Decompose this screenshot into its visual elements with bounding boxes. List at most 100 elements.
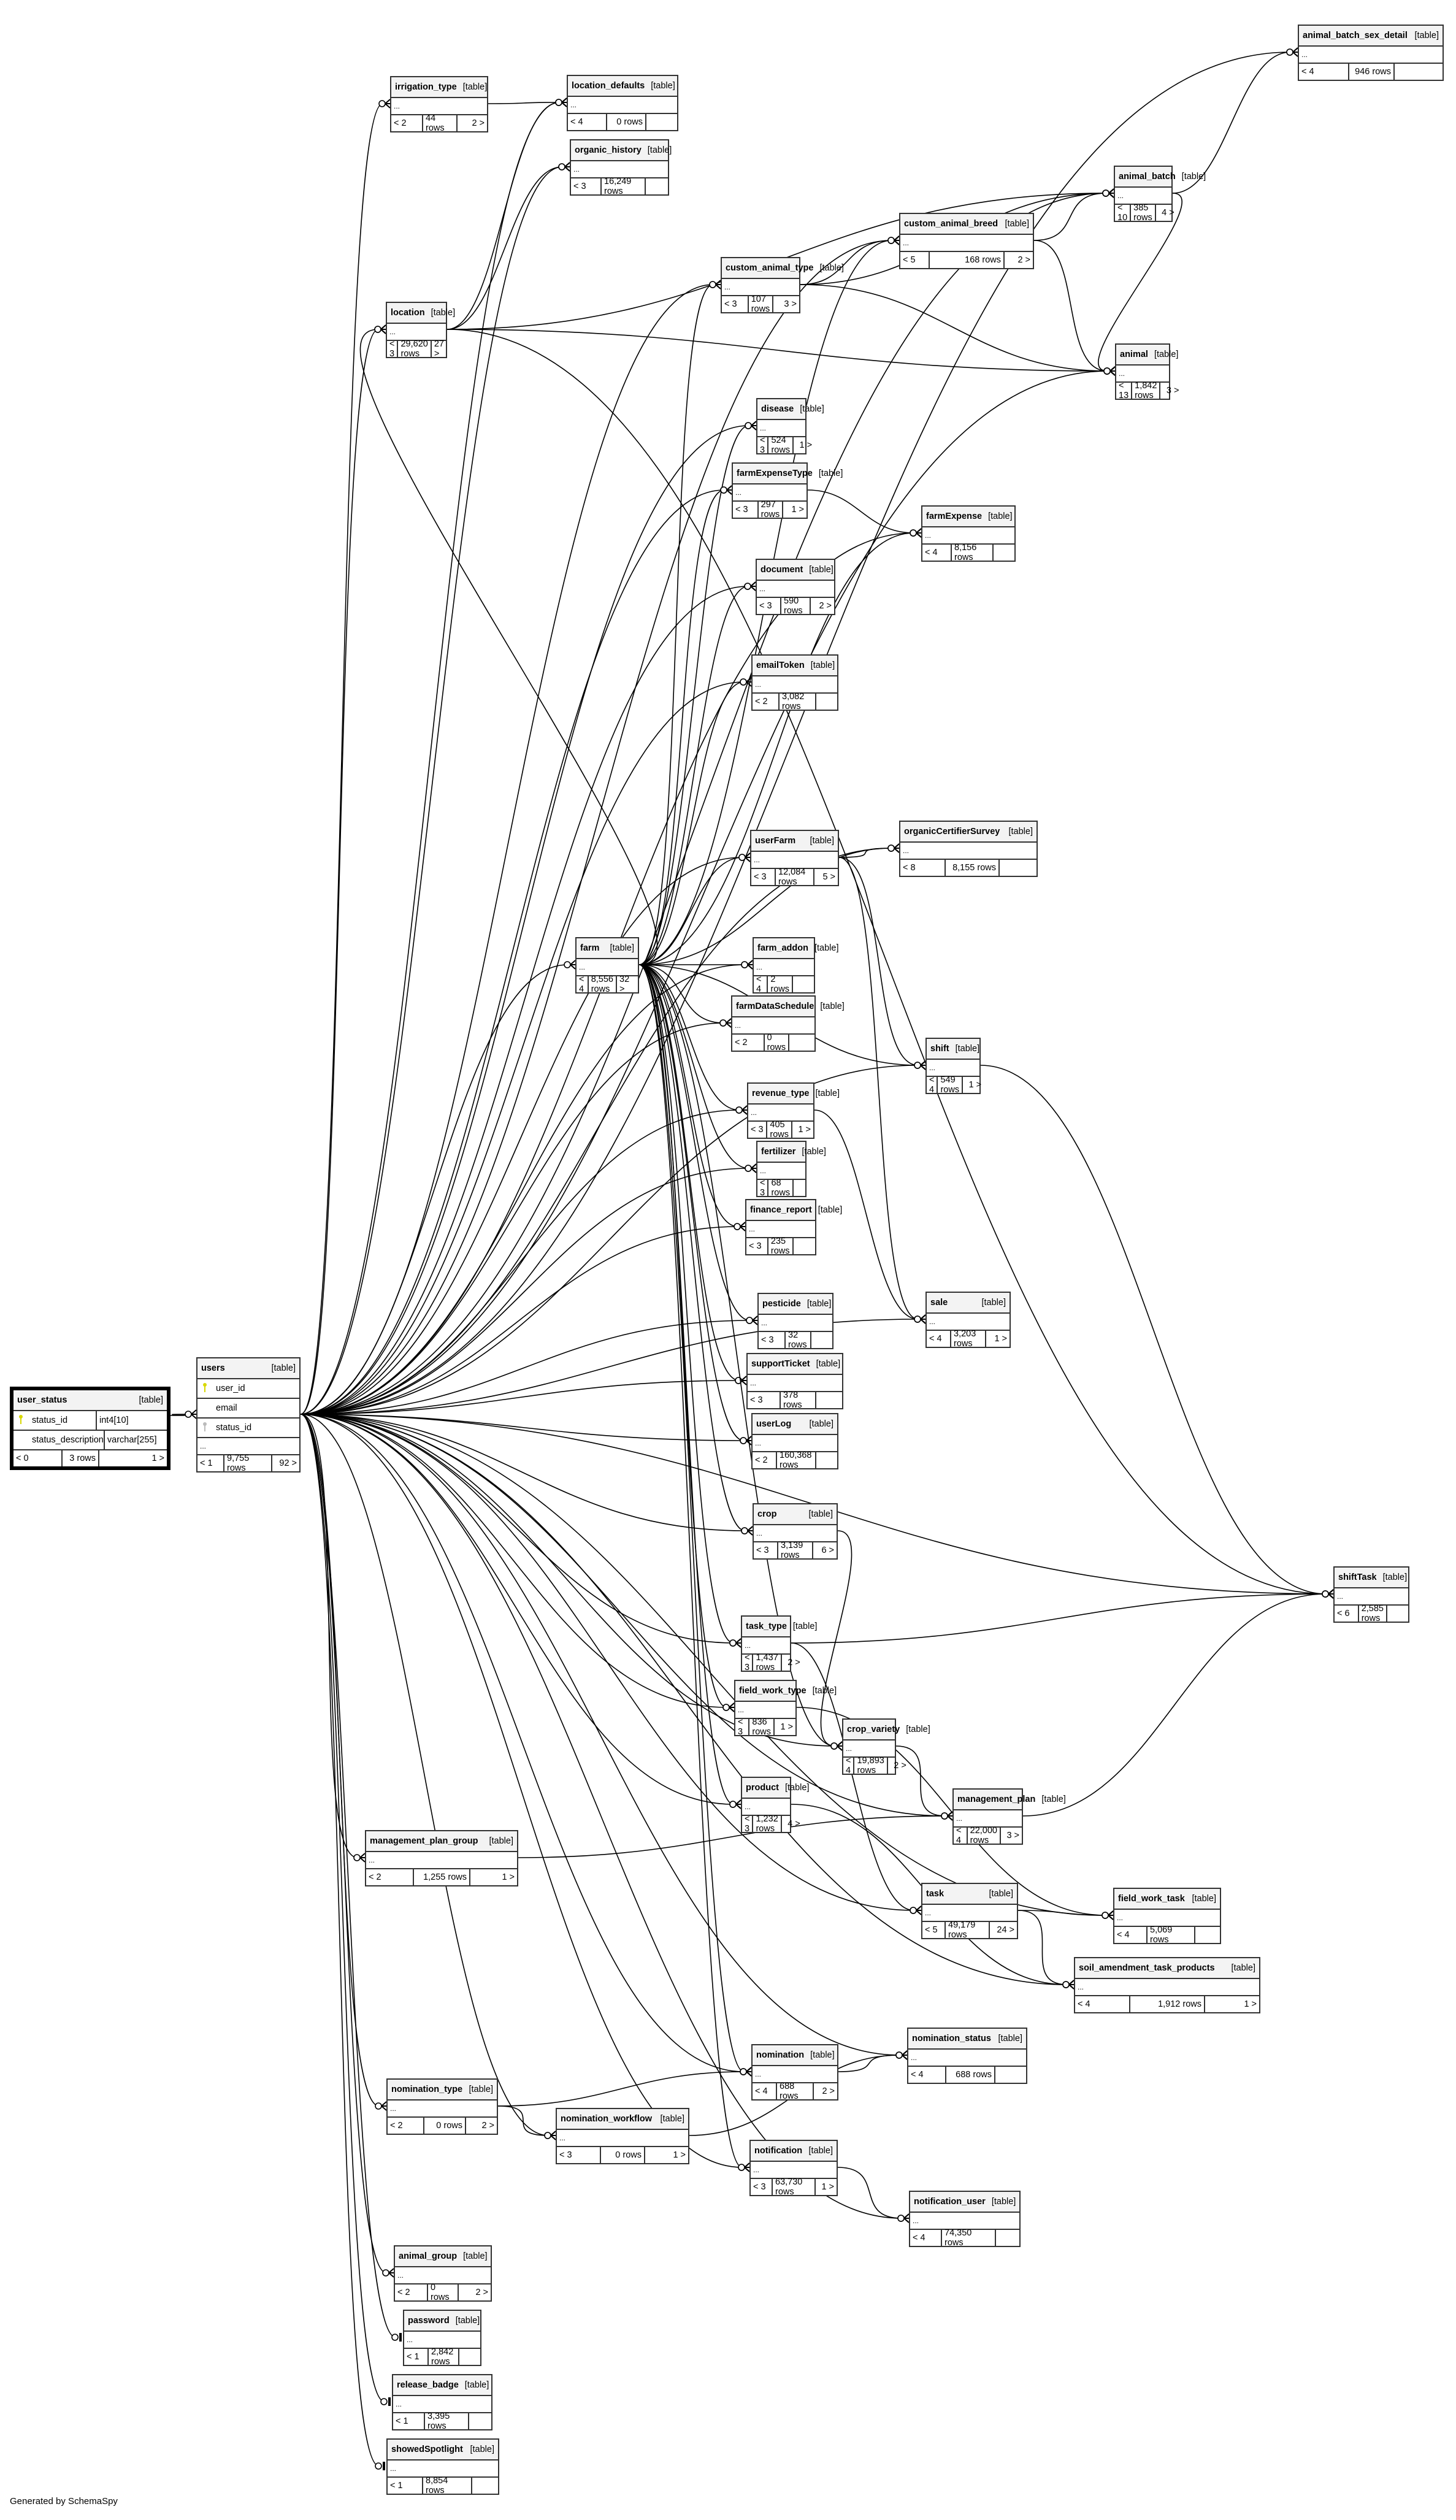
parent-count[interactable]: < 3 — [748, 1122, 768, 1138]
child-count[interactable]: 1 > — [151, 1453, 164, 1463]
table-organic-certifier-survey[interactable]: organicCertifierSurvey [table] ... < 8 8… — [899, 821, 1038, 877]
table-organic-history[interactable]: organic_history [table] ... < 3 16,249 r… — [570, 139, 672, 196]
table-custom-animal-breed[interactable]: custom_animal_breed [table] ... < 5 168 … — [899, 213, 1034, 269]
child-count[interactable]: 2 > — [787, 1658, 800, 1668]
table-animal-batch-sex-detail[interactable]: animal_batch_sex_detail [table] ... < 4 … — [1298, 25, 1444, 81]
child-count[interactable]: 1 > — [821, 2182, 834, 2192]
parent-count[interactable]: < 3 — [746, 1238, 768, 1254]
table-crop[interactable]: crop [table] ... < 3 3,139 rows 6 > — [753, 1503, 838, 1560]
table-animal-group[interactable]: animal_group [table] ... < 2 0 rows 2 > — [394, 2245, 492, 2302]
child-count[interactable] — [816, 1452, 837, 1468]
child-count[interactable]: 1 > — [799, 440, 813, 450]
child-count[interactable]: 3 > — [1166, 386, 1179, 396]
parent-count[interactable]: < 4 — [754, 975, 768, 994]
child-count[interactable]: 4 > — [787, 1819, 800, 1829]
table-support-ticket[interactable]: supportTicket [table] ... < 3 378 rows — [746, 1353, 843, 1410]
table-pesticide[interactable]: pesticide [table] ... < 3 32 rows — [757, 1293, 833, 1350]
child-count[interactable]: 2 > — [472, 118, 485, 128]
parent-count[interactable]: < 4 — [910, 2230, 942, 2246]
child-count[interactable]: 1 > — [798, 1125, 811, 1135]
parent-count[interactable]: < 0 — [13, 1450, 63, 1466]
child-count[interactable]: 2 > — [481, 2121, 494, 2131]
child-count[interactable]: 3 > — [784, 299, 797, 309]
table-finance-report[interactable]: finance_report [table] ... < 3 235 rows — [745, 1199, 842, 1256]
parent-count[interactable]: < 3 — [735, 1717, 750, 1737]
child-count[interactable] — [646, 178, 668, 194]
child-count[interactable] — [793, 976, 814, 992]
child-count[interactable] — [811, 1332, 832, 1348]
parent-count[interactable]: < 1 — [388, 2478, 423, 2494]
child-count[interactable]: 3 > — [1006, 1831, 1019, 1840]
parent-count[interactable]: < 8 — [900, 860, 946, 876]
table-task-type[interactable]: task_type [table] ... < 3 1,437 rows 2 > — [741, 1615, 817, 1672]
table-task[interactable]: task [table] ... < 5 49,179 rows 24 > — [921, 1883, 1018, 1940]
table-nomination[interactable]: nomination [table] ... < 4 688 rows 2 > — [751, 2044, 838, 2101]
table-notification-user[interactable]: notification_user [table] ... < 4 74,350… — [909, 2191, 1021, 2248]
parent-count[interactable]: < 2 — [366, 1869, 414, 1885]
parent-count[interactable]: < 3 — [571, 178, 602, 194]
child-count[interactable]: 1 > — [1244, 1999, 1257, 2009]
child-count[interactable]: 2 > — [894, 1761, 906, 1771]
child-count[interactable]: 1 > — [673, 2150, 686, 2160]
child-count[interactable] — [1000, 860, 1036, 876]
parent-count[interactable]: < 1 — [404, 2349, 429, 2365]
table-soil-amendment-task-products[interactable]: soil_amendment_task_products [table] ...… — [1074, 1957, 1260, 2013]
table-fertilizer[interactable]: fertilizer [table] ... < 3 68 rows — [756, 1141, 826, 1198]
parent-count[interactable]: < 4 — [927, 1075, 938, 1095]
table-revenue-type[interactable]: revenue_type [table] ... < 3 405 rows 1 … — [747, 1082, 840, 1139]
parent-count[interactable]: < 3 — [387, 339, 399, 359]
child-count[interactable]: 24 > — [997, 1925, 1014, 1935]
table-password[interactable]: password [table] ... < 1 2,842 rows — [403, 2310, 481, 2367]
parent-count[interactable]: < 4 — [843, 1756, 855, 1775]
parent-count[interactable]: < 2 — [391, 115, 423, 131]
table-location[interactable]: location [table] ... < 3 29,620 rows 27 … — [386, 302, 455, 359]
child-count[interactable] — [794, 1180, 814, 1196]
child-count[interactable] — [472, 2478, 498, 2494]
child-count[interactable] — [1195, 1927, 1220, 1943]
child-count[interactable]: 2 > — [1017, 255, 1030, 265]
parent-count[interactable]: < 4 — [1114, 1927, 1148, 1943]
child-count[interactable]: 1 > — [791, 505, 804, 515]
table-farm-expense-type[interactable]: farmExpenseType [table] ... < 3 297 rows… — [732, 462, 843, 519]
table-nomination-workflow[interactable]: nomination_workflow [table] ... < 3 0 ro… — [556, 2108, 689, 2164]
table-user-farm[interactable]: userFarm [table] ... < 3 12,084 rows 5 > — [750, 830, 839, 887]
parent-count[interactable]: < 3 — [757, 435, 769, 455]
parent-count[interactable]: < 3 — [733, 502, 759, 518]
table-farm[interactable]: farm [table] ... < 4 8,556 rows 32 > — [575, 937, 639, 994]
child-count[interactable] — [459, 2349, 480, 2365]
parent-count[interactable]: < 1 — [393, 2413, 425, 2429]
table-notification[interactable]: notification [table] ... < 3 63,730 rows… — [749, 2140, 838, 2197]
child-count[interactable]: 2 > — [822, 2086, 835, 2096]
parent-count[interactable]: < 5 — [900, 252, 930, 268]
parent-count[interactable]: < 5 — [922, 1922, 946, 1938]
table-field-work-type[interactable]: field_work_type [table] ... < 3 836 rows… — [734, 1680, 837, 1737]
table-crop-variety[interactable]: crop_variety [table] ... < 4 19,893 rows… — [842, 1718, 930, 1775]
parent-count[interactable]: < 2 — [753, 694, 780, 710]
child-count[interactable] — [816, 1392, 842, 1408]
child-count[interactable] — [994, 545, 1014, 561]
table-sale[interactable]: sale [table] ... < 4 3,203 rows 1 > — [925, 1292, 1011, 1349]
child-count[interactable] — [996, 2230, 1019, 2246]
parent-count[interactable]: < 4 — [922, 545, 952, 561]
child-count[interactable] — [469, 2413, 491, 2429]
parent-count[interactable]: < 10 — [1115, 203, 1132, 223]
table-email-token[interactable]: emailToken [table] ... < 2 3,082 rows — [751, 654, 838, 711]
parent-count[interactable]: < 13 — [1116, 381, 1133, 400]
parent-count[interactable]: < 6 — [1335, 1606, 1359, 1622]
parent-count[interactable]: < 3 — [751, 2179, 773, 2195]
parent-count[interactable]: < 1 — [197, 1455, 224, 1471]
child-count[interactable]: 6 > — [821, 1545, 834, 1555]
column-row[interactable]: email — [197, 1399, 299, 1419]
parent-count[interactable]: < 4 — [753, 2083, 777, 2099]
table-farm-data-schedule[interactable]: farmDataSchedule [table] ... < 2 0 rows — [731, 995, 845, 1052]
child-count[interactable] — [1387, 1606, 1408, 1622]
child-count[interactable]: 5 > — [822, 872, 835, 882]
table-user-log[interactable]: userLog [table] ... < 2 160,368 rows — [751, 1413, 838, 1470]
parent-count[interactable]: < 2 — [395, 2284, 428, 2300]
table-nomination-status[interactable]: nomination_status [table] ... < 4 688 ro… — [907, 2028, 1027, 2084]
table-custom-animal-type[interactable]: custom_animal_type [table] ... < 3 107 r… — [721, 257, 844, 314]
parent-count[interactable]: < 4 — [908, 2067, 946, 2083]
table-user-status[interactable]: user_status [table] status_id int4[10] s… — [10, 1387, 171, 1470]
parent-count[interactable]: < 4 — [1075, 1996, 1130, 2012]
child-count[interactable]: 4 > — [1162, 208, 1174, 218]
